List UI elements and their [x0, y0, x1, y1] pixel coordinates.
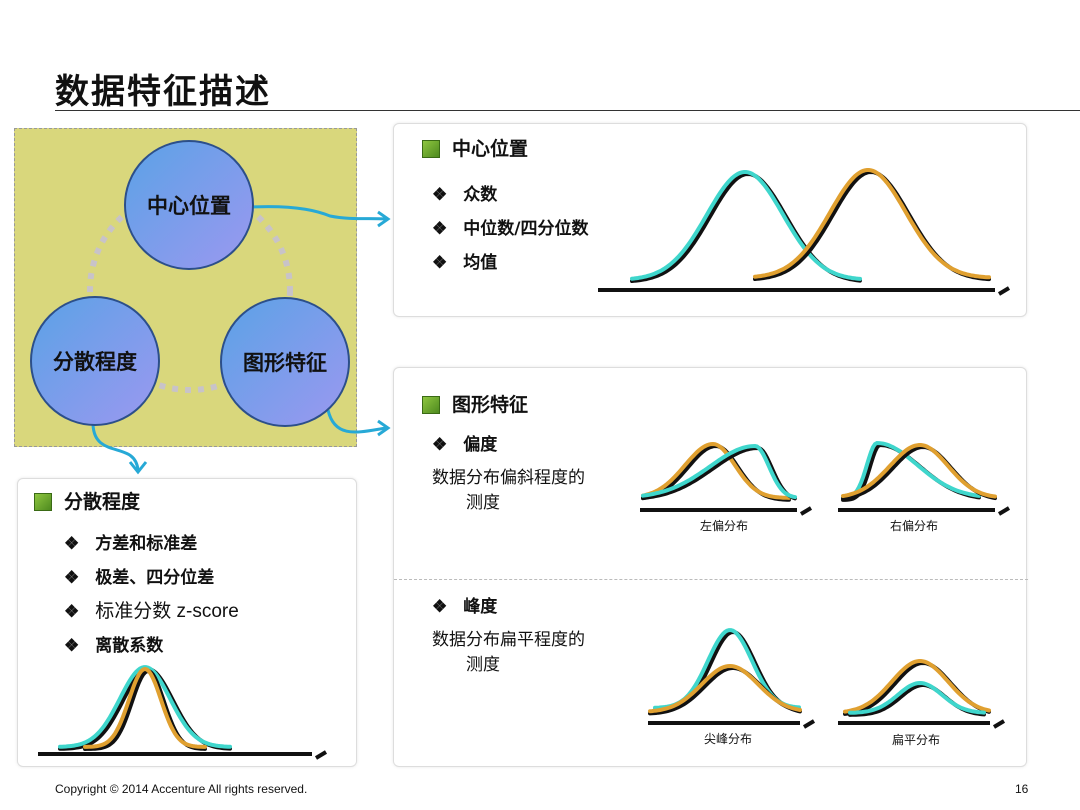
- curve-flat-orange: [843, 659, 991, 714]
- axis-arrow-icon: [799, 506, 813, 516]
- section-divider: [394, 579, 1028, 580]
- dispersion-panel: 分散程度 ❖方差和标准差 ❖极差、四分位差 ❖标准分数 z-score ❖离散系…: [17, 478, 357, 767]
- arrowhead-icon: [377, 419, 391, 437]
- arrowhead-icon: [377, 210, 391, 228]
- panel-heading: 分散程度: [34, 487, 140, 514]
- diamond-bullet-icon: ❖: [64, 534, 80, 554]
- curve-dispersion-orange-shadow: [83, 669, 207, 751]
- list-item: ❖标准分数 z-score: [64, 601, 239, 622]
- list-item: ❖均值: [432, 253, 498, 273]
- green-square-icon: [422, 396, 440, 414]
- copyright: Copyright © 2014 Accenture All rights re…: [55, 782, 308, 796]
- curve-center-cyan: [630, 170, 862, 281]
- diamond-bullet-icon: ❖: [432, 253, 448, 273]
- panel-heading: 中心位置: [422, 134, 528, 161]
- curve-dispersion-cyan: [58, 665, 232, 749]
- shape-panel: 图形特征 ❖偏度 数据分布偏斜程度的测度 ❖峰度 数据分布扁平程度的测度 左偏分…: [393, 367, 1028, 767]
- heading-text: 图形特征: [452, 394, 529, 416]
- curve-dispersion-cyan-shadow: [58, 666, 232, 751]
- page-title: 数据特征描述: [55, 72, 271, 112]
- axis-arrow-icon: [997, 506, 1011, 516]
- diamond-bullet-icon: ❖: [432, 435, 448, 455]
- arrow-to-shape: [326, 409, 387, 434]
- list-item: ❖极差、四分位差: [64, 568, 215, 588]
- title-divider: [55, 110, 1080, 111]
- axis-arrow-icon: [802, 719, 816, 729]
- curve-rightskew-cyan: [841, 440, 981, 500]
- diamond-bullet-icon: ❖: [432, 597, 448, 617]
- node-shape: 图形特征: [220, 297, 350, 427]
- node-center-position: 中心位置: [124, 140, 254, 270]
- arrow-to-center: [251, 205, 387, 221]
- green-square-icon: [422, 140, 440, 158]
- page-number: 16: [1015, 782, 1029, 796]
- diamond-bullet-icon: ❖: [64, 568, 80, 588]
- list-item: ❖离散系数: [64, 636, 164, 656]
- caption-leptokurtic: 尖峰分布: [704, 732, 753, 746]
- curve-leftskew-orange: [641, 441, 791, 500]
- arrowhead-icon: [128, 461, 148, 475]
- curve-peaked-orange: [648, 663, 802, 714]
- diamond-bullet-icon: ❖: [64, 602, 80, 622]
- curve-rightskew-orange: [841, 443, 997, 499]
- node-dispersion: 分散程度: [30, 296, 160, 426]
- curve-leftskew-cyan: [641, 443, 797, 500]
- caption-platykurtic: 扁平分布: [892, 733, 941, 747]
- skew-bullet: ❖偏度: [432, 435, 498, 455]
- curve-dispersion-orange: [83, 666, 207, 749]
- caption-right-skew: 右偏分布: [890, 519, 939, 533]
- curve-flat-cyan: [848, 680, 986, 715]
- caption-left-skew: 左偏分布: [700, 519, 749, 533]
- heading-text: 分散程度: [64, 491, 141, 513]
- axis-arrow-icon: [997, 286, 1011, 296]
- green-square-icon: [34, 493, 52, 511]
- heading-text: 中心位置: [452, 138, 529, 160]
- diamond-bullet-icon: ❖: [432, 185, 448, 205]
- axis-arrow-icon: [314, 750, 328, 760]
- diamond-bullet-icon: ❖: [64, 636, 80, 656]
- list-item: ❖方差和标准差: [64, 534, 198, 554]
- curve-center-orange: [753, 168, 991, 280]
- list-item: ❖众数: [432, 185, 498, 205]
- diamond-bullet-icon: ❖: [432, 219, 448, 239]
- kurtosis-description: 数据分布扁平程度的测度: [432, 630, 585, 675]
- kurtosis-bullet: ❖峰度: [432, 597, 498, 617]
- arrow-to-dispersion: [91, 424, 140, 471]
- skew-description: 数据分布偏斜程度的测度: [432, 468, 585, 513]
- panel-heading: 图形特征: [422, 390, 528, 417]
- list-item: ❖中位数/四分位数: [432, 219, 589, 239]
- axis-arrow-icon: [992, 719, 1006, 729]
